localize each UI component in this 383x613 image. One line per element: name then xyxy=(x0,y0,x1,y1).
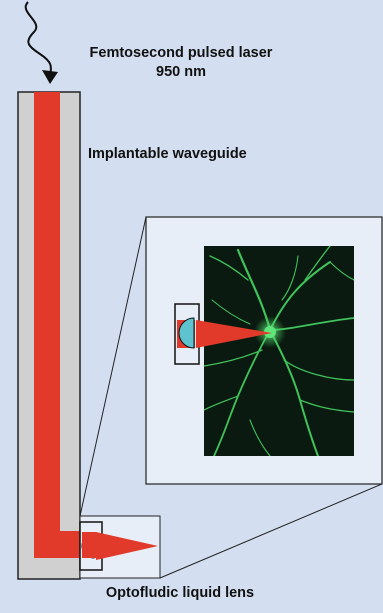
neuron-micrograph xyxy=(204,246,354,456)
laser-label-line1: Femtosecond pulsed laser xyxy=(66,44,296,63)
waveguide-label: Implantable waveguide xyxy=(88,145,298,164)
zoomed-inset xyxy=(146,217,382,484)
laser-label: Femtosecond pulsed laser 950 nm xyxy=(66,44,296,82)
laser-label-line2: 950 nm xyxy=(66,63,296,82)
bottom-lens-assembly xyxy=(80,516,160,578)
liquid-lens-label: Optofludic liquid lens xyxy=(60,584,300,603)
implantable-waveguide xyxy=(18,92,86,579)
wavy-arrow-down-icon xyxy=(26,2,58,84)
